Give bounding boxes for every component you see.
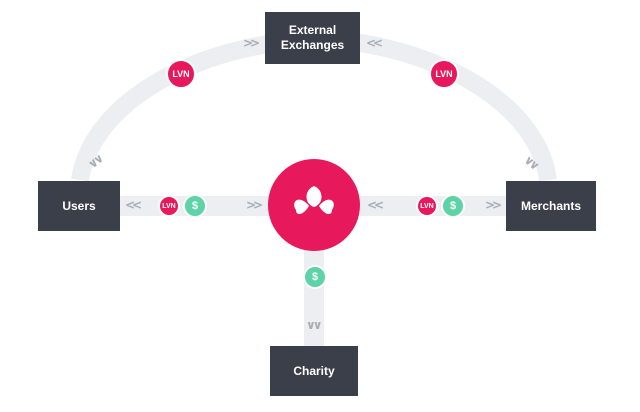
lvn-badge-merchants-text: LVN xyxy=(420,202,434,210)
arc-track-left xyxy=(71,31,301,182)
chevron-arc-to-exchanges: >> xyxy=(243,36,260,50)
node-external-exchanges-label: External Exchanges xyxy=(280,23,345,52)
lvn-badge-merchants: LVN xyxy=(416,195,438,217)
usd-badge-users: $ xyxy=(183,194,207,218)
node-merchants-label: Merchants xyxy=(520,198,582,213)
node-merchants: Merchants xyxy=(506,181,596,231)
chevron-to-merchants: >> xyxy=(485,198,502,212)
arc-track-right xyxy=(338,31,557,182)
lvn-badge-users-text: LVN xyxy=(162,202,176,210)
lvn-badge-arc-left-text: LVN xyxy=(172,69,190,79)
chevron-merchants-to-hub: << xyxy=(367,198,384,212)
node-external-exchanges: External Exchanges xyxy=(265,12,360,64)
hub-logo-icon xyxy=(294,186,334,215)
lvn-badge-arc-right-text: LVN xyxy=(435,69,453,79)
node-users: Users xyxy=(38,181,120,231)
usd-badge-charity: $ xyxy=(303,265,327,289)
lvn-badge-users: LVN xyxy=(158,195,180,217)
usd-badge-merchants: $ xyxy=(441,194,465,218)
lvn-badge-arc-left: LVN xyxy=(166,59,196,89)
usd-badge-charity-text: $ xyxy=(311,271,319,283)
chevron-to-charity: ∨∨ xyxy=(306,318,322,332)
node-charity: Charity xyxy=(270,346,358,396)
chevron-to-users: << xyxy=(125,198,142,212)
chevron-arc-from-merchants: << xyxy=(366,36,383,50)
usd-badge-merchants-text: $ xyxy=(449,200,457,212)
chevron-users-to-hub: >> xyxy=(246,198,263,212)
usd-badge-users-text: $ xyxy=(191,200,199,212)
node-users-label: Users xyxy=(62,198,96,213)
node-charity-label: Charity xyxy=(293,363,335,378)
lvn-badge-arc-right: LVN xyxy=(429,59,459,89)
